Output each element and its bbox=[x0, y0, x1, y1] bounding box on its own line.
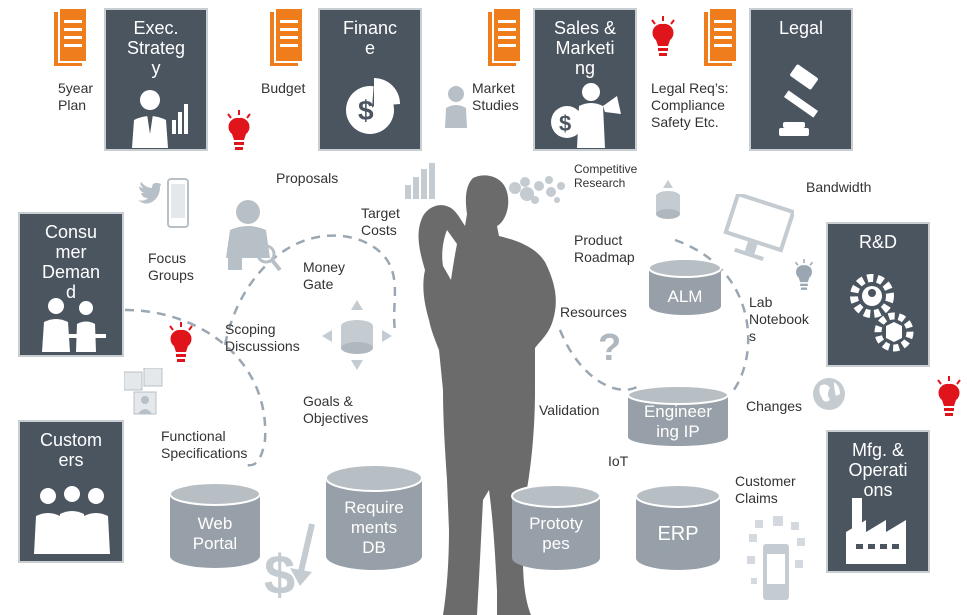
customers-group-icon bbox=[34, 486, 110, 554]
database-alm bbox=[648, 258, 722, 315]
red-lightbulb-icon bbox=[937, 376, 961, 416]
budget-document-icon bbox=[270, 8, 304, 66]
red-lightbulb-icon bbox=[651, 16, 675, 56]
database-requirements-db-label-box: Require ments DB bbox=[324, 498, 424, 558]
database-prototypes-label: Prototy pes bbox=[529, 514, 583, 553]
database-prototypes bbox=[511, 484, 601, 570]
label-focus-groups: Focus Groups bbox=[148, 250, 194, 283]
label-legal-requirements: Legal Req’s: Compliance Safety Etc. bbox=[651, 80, 729, 130]
factory-icon bbox=[846, 498, 906, 564]
money-pie-icon: $ bbox=[346, 78, 400, 134]
salesman-megaphone-icon: $ bbox=[551, 83, 621, 148]
svg-text:$: $ bbox=[264, 543, 295, 600]
database-engineering-ip-label: Engineer ing IP bbox=[643, 402, 713, 441]
tile-mfg-operations: Mfg. & Operati ons bbox=[826, 430, 930, 573]
database-erp-label: ERP bbox=[657, 523, 699, 545]
label-scoping-discussions: Scoping Discussions bbox=[225, 321, 300, 354]
label-validation: Validation bbox=[539, 402, 600, 418]
database-alm-label: ALM bbox=[667, 287, 703, 306]
svg-text:$: $ bbox=[559, 111, 571, 136]
database-engineering-ip bbox=[627, 385, 729, 446]
tile-legal: Legal bbox=[749, 8, 853, 151]
red-lightbulb-icon bbox=[169, 322, 193, 362]
consumer-people-icon bbox=[42, 298, 106, 352]
tile-legal-title: Legal bbox=[778, 18, 824, 38]
tile-exec-strategy-title: Exec. Strateg y bbox=[126, 18, 186, 78]
label-changes: Changes bbox=[746, 398, 803, 414]
database-prototypes-label-box: Prototy pes bbox=[510, 514, 602, 554]
tile-finance-title: Financ e bbox=[342, 18, 398, 58]
tile-exec-strategy: Exec. Strateg y bbox=[104, 8, 208, 151]
twitter-bird-icon bbox=[138, 182, 161, 204]
tile-consumer-demand-title: Consu mer Deman d bbox=[41, 222, 101, 302]
database-requirements-db bbox=[325, 464, 423, 570]
tile-sales-marketing-title: Sales & Marketi ng bbox=[553, 18, 617, 78]
tile-customers: Custom ers bbox=[18, 420, 124, 563]
plan-document-icon bbox=[54, 8, 88, 66]
gavel-icon bbox=[779, 64, 819, 136]
bar-chart-icon bbox=[405, 163, 435, 199]
tile-sales-marketing: Sales & Marketi ng $ bbox=[533, 8, 637, 151]
red-lightbulb-icon bbox=[227, 110, 251, 150]
legal-document-icon bbox=[704, 8, 738, 66]
question-mark: ? bbox=[598, 327, 622, 369]
world-map-icon bbox=[509, 176, 565, 204]
database-engineering-ip-label-box: Engineer ing IP bbox=[626, 402, 730, 442]
computer-monitor-icon bbox=[723, 194, 794, 261]
label-proposals: Proposals bbox=[276, 170, 339, 186]
database-requirements-db-label: Require ments DB bbox=[344, 498, 404, 557]
label-5year-plan: 5year Plan bbox=[58, 80, 94, 113]
gears-icon bbox=[850, 274, 914, 352]
label-money-gate: Money Gate bbox=[303, 259, 346, 292]
user-profiles-icon bbox=[124, 368, 163, 415]
label-resources: Resources bbox=[560, 304, 627, 320]
label-competitive-research: Competitive Research bbox=[574, 162, 638, 190]
database-web-portal bbox=[169, 482, 261, 568]
tile-consumer-demand: Consu mer Deman d bbox=[18, 212, 124, 357]
dashed-connector-center bbox=[558, 329, 641, 392]
tile-rd-title: R&D bbox=[858, 232, 897, 252]
tile-customers-title: Custom ers bbox=[39, 430, 102, 470]
database-web-portal-label-box: Web Portal bbox=[168, 514, 262, 554]
database-small-icon bbox=[656, 180, 680, 219]
label-functional-specifications: Functional Specifications bbox=[161, 428, 248, 461]
dashed-connector-left-lower bbox=[124, 308, 267, 467]
label-budget: Budget bbox=[261, 80, 306, 96]
label-goals-objectives: Goals & Objectives bbox=[303, 393, 369, 426]
svg-text:$: $ bbox=[358, 95, 374, 126]
executive-chart-icon bbox=[132, 90, 188, 148]
database-alm-label-box: ALM bbox=[647, 287, 723, 307]
label-market-studies: Market Studies bbox=[472, 80, 519, 113]
tile-finance: Financ e $ bbox=[318, 8, 422, 151]
label-lab-notebooks: Lab Notebook s bbox=[749, 294, 809, 344]
label-bandwidth: Bandwidth bbox=[806, 179, 872, 195]
database-arrows-icon bbox=[322, 300, 392, 370]
headset-person-icon bbox=[445, 86, 467, 128]
label-target-costs: Target Costs bbox=[361, 205, 400, 238]
mobile-claims-icon bbox=[747, 516, 805, 600]
label-iot: IoT bbox=[608, 453, 629, 469]
label-product-roadmap: Product Roadmap bbox=[574, 232, 635, 265]
dollar-down-icon: $ bbox=[264, 523, 315, 600]
researcher-magnifier-icon bbox=[226, 200, 282, 272]
tile-mfg-operations-title: Mfg. & Operati ons bbox=[848, 440, 908, 500]
label-customer-claims: Customer Claims bbox=[735, 473, 796, 506]
database-web-portal-label: Web Portal bbox=[192, 514, 238, 553]
smartphone-icon bbox=[167, 178, 189, 228]
grey-lightbulb-icon bbox=[794, 259, 814, 290]
database-erp-label-box: ERP bbox=[634, 524, 722, 548]
database-erp bbox=[635, 484, 721, 570]
tile-rd: R&D bbox=[826, 222, 930, 367]
globe-icon bbox=[813, 378, 845, 410]
market-document-icon bbox=[488, 8, 522, 66]
